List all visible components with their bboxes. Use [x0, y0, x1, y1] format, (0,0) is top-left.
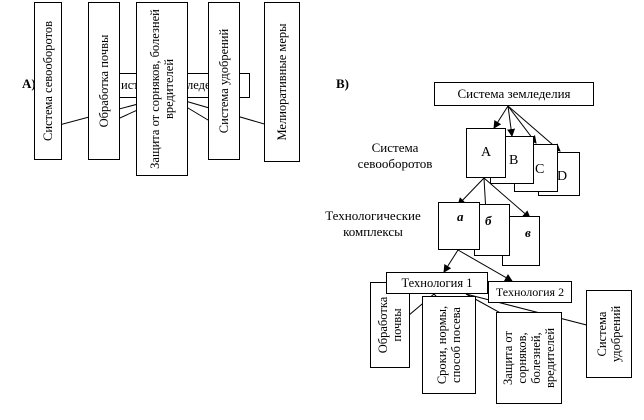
diagram-a-box-crop-rotation-label: Система севооборотов: [41, 20, 55, 142]
tech-card-a: а: [438, 202, 480, 250]
arrow-b-sys-a: [493, 105, 509, 129]
tech-card-b: б: [474, 204, 510, 256]
arrow-b-tech-1: [443, 249, 459, 273]
crop-rotation-card-a: A: [466, 128, 506, 178]
farming-system-box: Система земледелия: [434, 82, 594, 106]
tech-card-a-label: а: [457, 209, 464, 224]
tech-item-protection-label: Защита от сорняков, болезней, вредителей: [501, 327, 557, 389]
diagram-a-box-tillage: Обработка почвы: [88, 2, 120, 160]
crop-rotation-caption: Система севооборотов: [350, 140, 440, 172]
crop-rotation-card-a-label: A: [481, 145, 492, 160]
arrow-b-tech-2: [457, 249, 513, 282]
technology-1-box: Технология 1: [386, 272, 488, 294]
tech-item-fertilizer-label: Система удобрений: [595, 305, 623, 363]
diagram-b-label: В): [336, 76, 349, 91]
diagram-a-box-melioration: Мелиоративные меры: [264, 2, 300, 162]
tech-card-v-label: в: [525, 225, 531, 240]
diagram-a-box-tillage-label: Обработка почвы: [97, 34, 111, 128]
diagram-a-box-melioration-label: Мелиоративные меры: [275, 23, 289, 141]
tech-item-protection: Защита от сорняков, болезней, вредителей: [496, 312, 562, 404]
arrow-b-sys-b: [507, 105, 516, 137]
tech-item-fertilizer: Система удобрений: [586, 290, 632, 378]
diagram-a-center-fragment-2: леде: [187, 78, 211, 92]
diagram-a-box-protection-label: Защита от сорняков, болезней вредителей: [148, 9, 176, 169]
tech-item-tillage-label: Обработка почвы: [376, 296, 404, 354]
tech-item-sowing: Сроки, нормы, способ посева: [422, 296, 476, 394]
tech-card-b-label: б: [485, 213, 492, 228]
crop-rotation-caption-text: Система севооборотов: [357, 140, 433, 171]
tech-complexes-caption: Технологические комплексы: [318, 208, 428, 240]
diagram-a-box-crop-rotation: Система севооборотов: [34, 2, 62, 160]
diagram-a-label: А): [22, 76, 36, 91]
diagram-a-box-fertilizer: Система удобрений: [208, 2, 240, 160]
arrow-b-rot-c: [483, 177, 531, 219]
technology-2-box: Технология 2: [488, 281, 572, 303]
diagram-a-center-fragment-1: ист: [121, 78, 139, 92]
tech-item-sowing-label: Сроки, нормы, способ посева: [435, 305, 463, 385]
arrow-b-rot-a: [457, 177, 485, 206]
diagram-a-box-protection: Защита от сорняков, болезней вредителей: [136, 2, 188, 176]
diagram-a-box-fertilizer-label: Система удобрений: [217, 28, 231, 134]
arrow-b-sys-d: [507, 105, 561, 152]
tech-complexes-caption-text: Технологические комплексы: [325, 208, 421, 239]
tech-item-tillage: Обработка почвы: [370, 282, 410, 368]
crop-rotation-card-d-label: D: [557, 169, 568, 184]
crop-rotation-card-c-label: C: [535, 162, 545, 177]
crop-rotation-card-b-label: B: [509, 153, 519, 168]
